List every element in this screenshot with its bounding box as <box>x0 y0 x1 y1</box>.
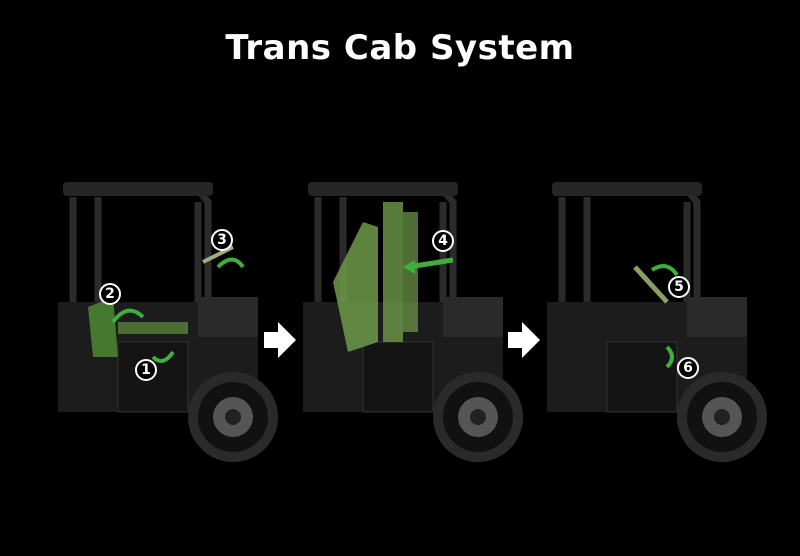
folding-seat <box>88 297 118 357</box>
slide-arrow-icon <box>407 257 454 270</box>
svg-text:5: 5 <box>674 279 684 295</box>
step-badge-3: 3 <box>211 229 233 251</box>
svg-text:1: 1 <box>141 362 151 378</box>
next-arrow-icon <box>264 322 296 358</box>
partition-panel <box>333 222 378 352</box>
step-badge-1: 1 <box>135 359 157 381</box>
panel-1 <box>58 182 273 457</box>
rotate-arrow-icon <box>216 257 245 269</box>
svg-text:3: 3 <box>217 232 227 248</box>
page-title: Trans Cab System <box>225 28 575 68</box>
step-badge-4: 4 <box>432 230 454 252</box>
step-badge-6: 6 <box>677 357 699 379</box>
step-badge-2: 2 <box>99 283 121 305</box>
next-arrow-icon <box>508 322 540 358</box>
svg-text:6: 6 <box>683 360 693 376</box>
step-badge-5: 5 <box>668 276 690 298</box>
svg-text:4: 4 <box>438 233 448 249</box>
panel-2 <box>303 182 518 457</box>
svg-text:2: 2 <box>105 286 115 302</box>
panel-3 <box>547 182 762 457</box>
